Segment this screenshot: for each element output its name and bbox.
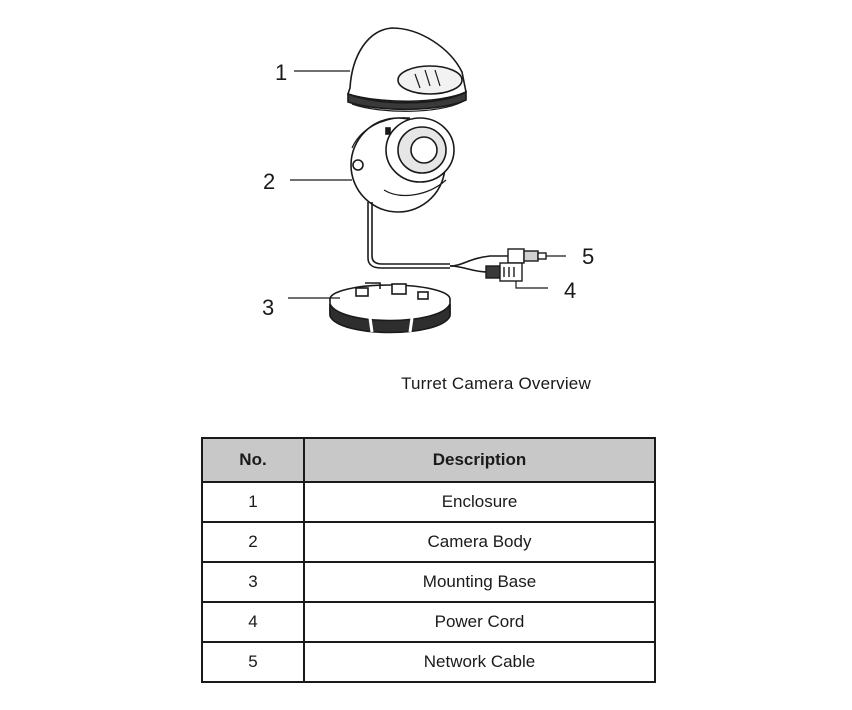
table-row: 1 Enclosure bbox=[201, 481, 656, 523]
callout-4: 4 bbox=[564, 278, 576, 303]
camera-body-drawing bbox=[350, 117, 455, 213]
row-number: 2 bbox=[201, 521, 305, 563]
callout-2: 2 bbox=[263, 169, 275, 194]
row-description: Camera Body bbox=[303, 521, 656, 563]
exploded-view-drawing: 1 2 3 4 5 bbox=[262, 27, 594, 334]
row-description: Mounting Base bbox=[303, 561, 656, 603]
callout-3: 3 bbox=[262, 295, 274, 320]
power-connector-drawing bbox=[507, 248, 547, 264]
table-row: 5 Network Cable bbox=[201, 641, 656, 683]
cable-drawing bbox=[367, 202, 510, 273]
enclosure-drawing bbox=[346, 27, 467, 112]
callout-5: 5 bbox=[582, 244, 594, 269]
table-row: 2 Camera Body bbox=[201, 521, 656, 563]
row-description: Power Cord bbox=[303, 601, 656, 643]
leader-lines bbox=[288, 70, 566, 299]
callout-1: 1 bbox=[275, 60, 287, 85]
turret-camera-diagram: 1 2 3 4 5 bbox=[262, 27, 594, 334]
table-row: 4 Power Cord bbox=[201, 601, 656, 643]
header-no: No. bbox=[201, 437, 305, 483]
row-description: Network Cable bbox=[303, 641, 656, 683]
row-number: 1 bbox=[201, 481, 305, 523]
mounting-base-drawing bbox=[329, 282, 451, 334]
table-row: 3 Mounting Base bbox=[201, 561, 656, 603]
figure-caption: Turret Camera Overview bbox=[401, 374, 591, 393]
row-description: Enclosure bbox=[303, 481, 656, 523]
network-connector-drawing bbox=[485, 262, 523, 282]
table-header-row: No. Description bbox=[201, 437, 656, 483]
header-description: Description bbox=[303, 437, 656, 483]
row-number: 5 bbox=[201, 641, 305, 683]
row-number: 4 bbox=[201, 601, 305, 643]
parts-table: No. Description 1 Enclosure 2 Camera Bod… bbox=[201, 437, 656, 683]
row-number: 3 bbox=[201, 561, 305, 603]
